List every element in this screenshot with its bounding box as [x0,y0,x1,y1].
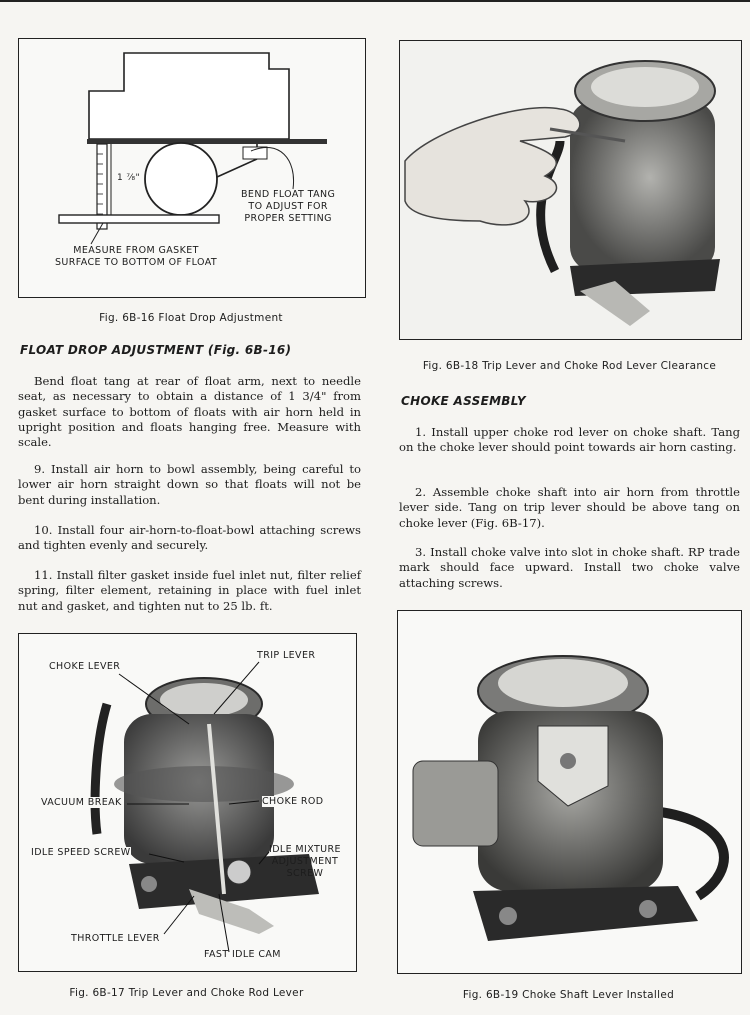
carburetor-photo-19 [412,655,729,941]
fig17-caption: Fig. 6B-17 Trip Lever and Choke Rod Leve… [69,987,304,999]
fig19-caption: Fig. 6B-19 Choke Shaft Lever Installed [462,989,675,1001]
fig16-callout-right: BEND FLOAT TANG TO ADJUST FOR PROPER SET… [241,189,336,224]
float-drop-diagram [58,52,327,245]
figure-6b-16: 1 ⅞" BEND FLOAT TANG TO ADJUST FOR PROPE… [18,38,366,298]
float-drop-paragraph: Bend float tang at rear of float arm, ne… [18,374,361,450]
fig18-caption: Fig. 6B-18 Trip Lever and Choke Rod Leve… [422,360,717,372]
figure-6b-17: CHOKE LEVER TRIP LEVER VACUUM BREAK CHOK… [18,633,357,972]
hand-adjusting-photo-18 [400,41,741,339]
fig16-callout-bottom: MEASURE FROM GASKET SURFACE TO BOTTOM OF… [55,245,218,268]
label-vacuum-break: VACUUM BREAK [41,797,122,808]
choke-step-1-paragraph: 1. Install upper choke rod lever on chok… [399,425,740,455]
choke-assembly-heading: CHOKE ASSEMBLY [401,394,526,408]
page-top-rule [0,0,750,2]
figure-6b-18 [399,40,742,340]
carburetor-photo-17 [90,661,319,953]
step-10-paragraph: 10. Install four air-horn-to-float-bowl … [18,523,361,553]
fig16-measure-label: 1 ⅞" [117,173,141,183]
fig16-caption: Fig. 6B-16 Float Drop Adjustment [99,312,283,324]
label-idle-mixture: IDLE MIXTURE ADJUSTMENT SCREW [269,844,341,879]
label-choke-rod: CHOKE ROD [262,796,324,807]
figure-6b-19 [397,610,742,974]
label-fast-idle-cam: FAST IDLE CAM [204,949,281,960]
step-9-paragraph: 9. Install air horn to bowl assembly, be… [18,462,361,507]
choke-step-3-paragraph: 3. Install choke valve into slot in chok… [399,545,740,590]
step-11-paragraph: 11. Install filter gasket inside fuel in… [18,568,361,613]
float-drop-heading: FLOAT DROP ADJUSTMENT (Fig. 6B-16) [20,343,292,357]
label-trip-lever: TRIP LEVER [257,650,316,661]
label-idle-speed-screw: IDLE SPEED SCREW [31,847,131,858]
label-choke-lever: CHOKE LEVER [49,661,121,672]
label-throttle-lever: THROTTLE LEVER [71,933,160,944]
choke-step-2-paragraph: 2. Assemble choke shaft into air horn fr… [399,485,740,530]
